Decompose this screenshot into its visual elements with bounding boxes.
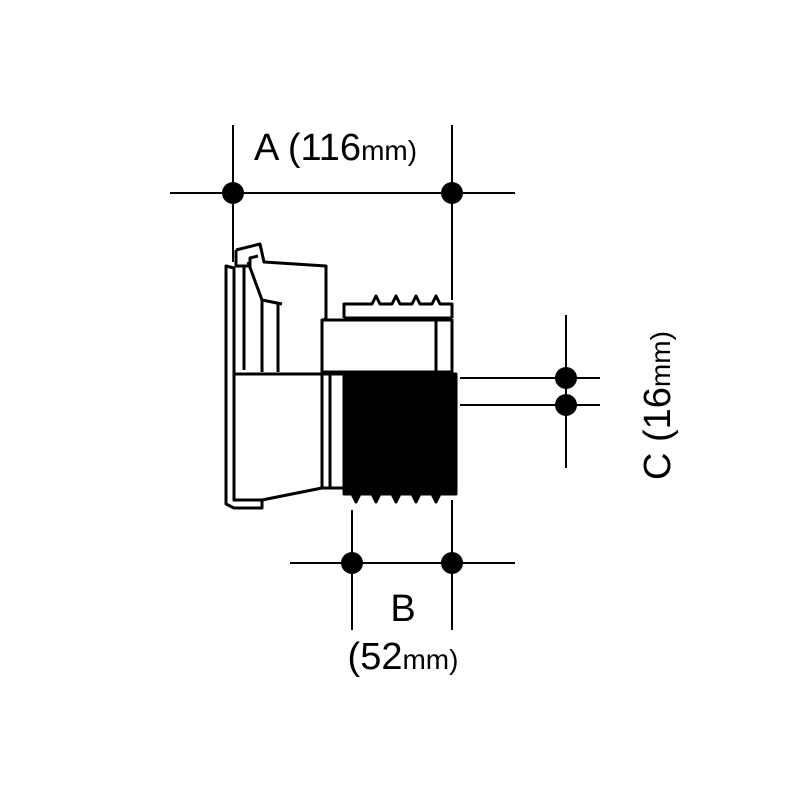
dim-b-dot-left: [341, 552, 363, 574]
dim-c-letter: C: [637, 453, 679, 480]
dim-c-unit: mm): [645, 331, 676, 387]
dim-a-dot-left: [222, 182, 244, 204]
finned-seal: [342, 372, 458, 504]
dim-c-label: C (16mm): [637, 331, 679, 480]
dim-a-letter: A: [254, 127, 280, 169]
fin-profile-top: [342, 294, 454, 318]
dim-b-dot-right: [441, 552, 463, 574]
dim-c-value: (16: [637, 387, 679, 442]
dim-c-dot-bottom: [555, 394, 577, 416]
flange-clip: [234, 242, 328, 324]
dim-b-unit: mm): [402, 644, 458, 675]
dimension-dots: [222, 182, 577, 574]
dim-a-dot-right: [441, 182, 463, 204]
body-upper: [320, 318, 454, 374]
dim-b-letter: B: [390, 588, 415, 630]
dim-a-label: A (116mm): [254, 127, 417, 169]
dim-a-unit: mm): [361, 135, 417, 166]
dim-b-label: (52mm): [348, 636, 459, 678]
pipe-fitting-drawing: [224, 242, 458, 510]
body-lower: [232, 372, 346, 502]
dim-b-value: (52: [348, 636, 403, 678]
dim-c-dot-top: [555, 367, 577, 389]
dim-a-value: (116: [288, 127, 361, 169]
